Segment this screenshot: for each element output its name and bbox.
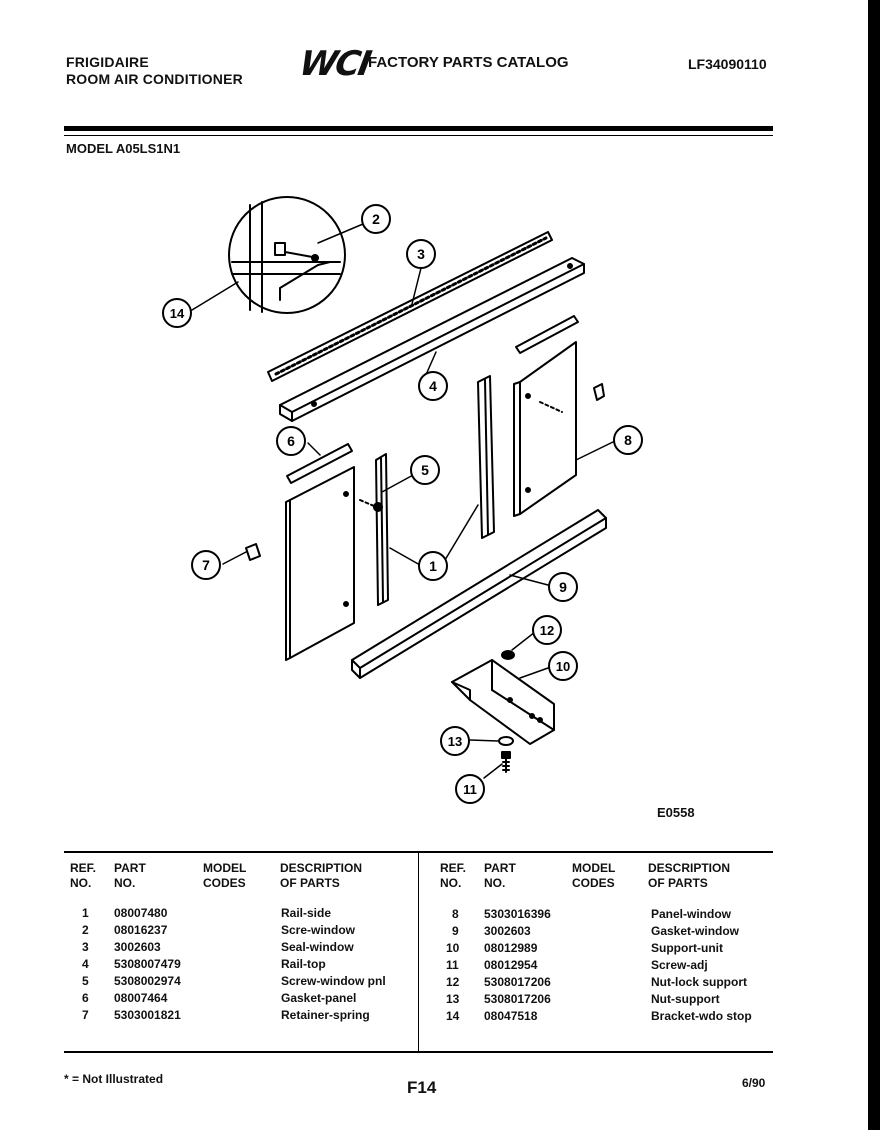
callout-labels: 1 2 3 4 5 6 7 8 9 10 11 12 13 14 [170,211,632,797]
callout-label-12: 12 [540,623,554,638]
table-row: 12 5308017206 Nut-lock support [446,975,747,989]
callout-circle-12 [532,615,562,645]
callout-label-1: 1 [429,558,437,574]
table-row: 6 08007464 Gasket-panel [82,991,357,1005]
support-unit-bracket [451,659,555,745]
callout-circle-1 [418,551,448,581]
callout-label-8: 8 [624,432,632,448]
table-row: 2 08016237 Scre-window [82,923,356,937]
table-row: 1 08007480 Rail-side [82,906,332,920]
callout-circle-10 [548,651,578,681]
table-row: 13 5308017206 Nut-support [446,992,720,1006]
catalog-title: FACTORY PARTS CATALOG [368,54,569,71]
nut-lock-support [501,650,515,660]
screw-leader-left [359,499,375,507]
page-number: F14 [407,1078,437,1097]
callout-circle-7 [191,550,221,580]
callout-circle-6 [276,426,306,456]
gasket-window-bottom [351,509,607,679]
retainer-spring-left [245,543,261,561]
callout-circle-14 [162,298,192,328]
seal-window-part [267,231,553,382]
rail-side-right [477,375,495,539]
callout-circle-3 [406,239,436,269]
gasket-upper-right [515,315,579,354]
detail-magnifier [228,196,346,314]
header-rule-thick [64,126,773,131]
callout-circle-13 [440,726,470,756]
table-row: 4 5308007479 Rail-top [82,957,326,971]
table-row: 14 08047518 Bracket-wdo stop [446,1009,752,1023]
callout-label-6: 6 [287,433,295,449]
callout-circle-9 [548,572,578,602]
callout-label-11: 11 [463,782,477,797]
callout-circles [162,204,643,804]
document-number: LF34090110 [688,56,767,72]
parts-rows-right: 8 5303016396 Panel-window 9 3002603 Gask… [440,906,770,1025]
rail-top-part [279,257,585,422]
nut-support [498,736,514,746]
panel-window-right [513,341,577,517]
revision-date: 6/90 [742,1076,766,1090]
callout-label-9: 9 [559,579,567,595]
callout-circle-11 [455,774,485,804]
callout-circle-5 [410,455,440,485]
callout-circle-2 [361,204,391,234]
callout-label-5: 5 [421,462,429,478]
spring-clip-right [593,383,605,401]
callout-label-10: 10 [556,659,570,674]
header-rule-thin [64,135,773,136]
table-top-rule [64,851,773,853]
wci-logo: WCI [296,44,373,84]
table-bottom-rule [64,1051,773,1053]
callout-leaders [191,223,618,779]
table-row: 10 08012989 Support-unit [446,941,723,955]
footnote: * = Not Illustrated [64,1072,164,1086]
brand-name: FRIGIDAIRE [66,54,149,70]
callout-label-3: 3 [417,246,425,262]
col-header-ref-left: REF.NO. [70,861,97,890]
table-center-divider [418,853,419,1051]
model-line: MODEL A05LS1N1 [66,141,181,156]
col-header-ref-right: REF.NO. [440,861,467,890]
product-type: ROOM AIR CONDITIONER [66,71,243,87]
screw-window-panel [373,502,383,512]
callout-circle-8 [613,425,643,455]
parts-rows-left: 1 08007480 Rail-side 2 08016237 Scre-win… [70,905,410,1024]
callout-label-4: 4 [429,378,437,394]
screw-leader-right [539,401,563,413]
rail-side-left-edge [380,457,384,603]
diagram-code: E0558 [657,805,695,820]
panel-window-left [285,466,355,661]
table-row: 3 3002603 Seal-window [82,940,354,954]
callout-circle-4 [418,371,448,401]
screw-adj [501,751,511,773]
callout-label-7: 7 [202,557,210,573]
table-row: 9 3002603 Gasket-window [452,924,740,938]
exploded-parts-diagram: 1 2 3 4 5 6 7 8 9 10 11 12 13 14 [162,196,643,804]
table-row: 7 5303001821 Retainer-spring [82,1008,370,1022]
rail-side-left [375,453,389,606]
table-row: 11 08012954 Screw-adj [446,958,708,972]
rail-side-right-edge [484,379,489,535]
gasket-left [286,443,353,484]
page-edge-border [868,0,880,1130]
callout-label-2: 2 [372,211,380,227]
table-row: 5 5308002974 Screw-window pnl [82,974,386,988]
table-row: 8 5303016396 Panel-window [452,907,732,921]
callout-label-13: 13 [448,734,462,749]
callout-label-14: 14 [170,306,185,321]
